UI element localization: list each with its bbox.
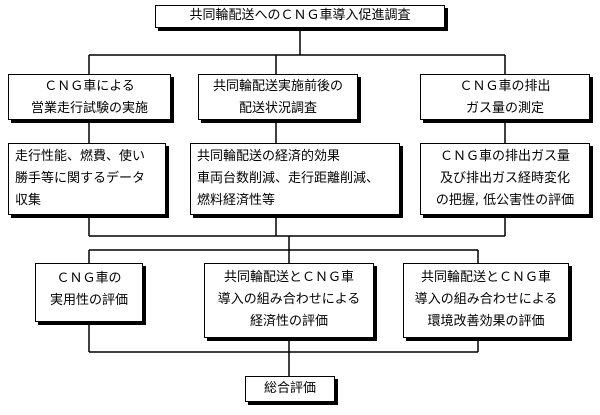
row3-left-line-1: ＣＮＧ車の: [56, 271, 122, 286]
row2-left-line-1: 走行性能、燃費、使い: [15, 149, 146, 164]
row2-right-line-3: の把握, 低公害性の評価: [435, 193, 575, 208]
row1-left-line-1: ＣＮＧ車による: [44, 79, 135, 94]
row2-middle-line-2: 車両台数削減、走行距離削減、: [197, 171, 380, 186]
row2-box-middle: 共同輪配送の経済的効果 車両台数削減、走行距離削減、 燃料経済性等: [190, 143, 400, 215]
row2-right-line-2: 及び排出ガス経時変化: [439, 171, 570, 186]
row1-box-right: ＣＮＧ車の排出 ガス量の測定: [420, 74, 590, 120]
row1-box-left: ＣＮＧ車による 営業走行試験の実施: [8, 74, 171, 120]
row1-box-middle: 共同輪配送実施前後の 配送状況調査: [198, 74, 358, 120]
row2-left-line-2: 勝手等に関するデータ: [15, 171, 146, 186]
row3-right-line-2: 導入の組み合わせによる: [414, 292, 558, 307]
row2-box-left: 走行性能、燃費、使い 勝手等に関するデータ 収集: [8, 143, 166, 215]
row2-right-line-1: ＣＮＧ車の排出ガス量: [439, 149, 570, 164]
row1-right-line-1: ＣＮＧ車の排出: [459, 79, 551, 94]
row3-box-right: 共同輪配送とＣＮＧ車 導入の組み合わせによる 環境改善効果の評価: [403, 263, 569, 338]
row1-middle-line-2: 配送状況調査: [238, 101, 317, 116]
title-text: 共同輪配送へのＣＮＧ車導入促進調査: [189, 8, 411, 23]
row3-left-line-2: 実用性の評価: [49, 293, 128, 308]
row3-box-middle: 共同輪配送とＣＮＧ車 導入の組み合わせによる 経済性の評価: [204, 263, 374, 338]
row3-middle-line-2: 導入の組み合わせによる: [217, 292, 361, 307]
final-text: 総合評価: [263, 381, 316, 396]
row1-right-line-2: ガス量の測定: [465, 101, 544, 116]
row3-box-left: ＣＮＧ車の 実用性の評価: [35, 263, 143, 322]
row2-middle-line-3: 燃料経済性等: [197, 193, 276, 208]
final-box: 総合評価: [245, 376, 335, 402]
row3-middle-line-1: 共同輪配送とＣＮＧ車: [223, 270, 354, 285]
row2-left-line-3: 収集: [15, 193, 42, 208]
row3-right-line-3: 環境改善効果の評価: [427, 314, 545, 329]
title-box: 共同輪配送へのＣＮＧ車導入促進調査: [155, 5, 445, 28]
row3-middle-line-3: 経済性の評価: [249, 314, 328, 329]
row1-middle-line-1: 共同輪配送実施前後の: [212, 79, 343, 94]
row2-box-right: ＣＮＧ車の排出ガス量 及び排出ガス経時変化 の把握, 低公害性の評価: [420, 143, 590, 215]
row3-right-line-1: 共同輪配送とＣＮＧ車: [420, 270, 551, 285]
row1-left-line-2: 営業走行試験の実施: [30, 101, 148, 116]
row2-middle-line-1: 共同輪配送の経済的効果: [197, 149, 341, 164]
